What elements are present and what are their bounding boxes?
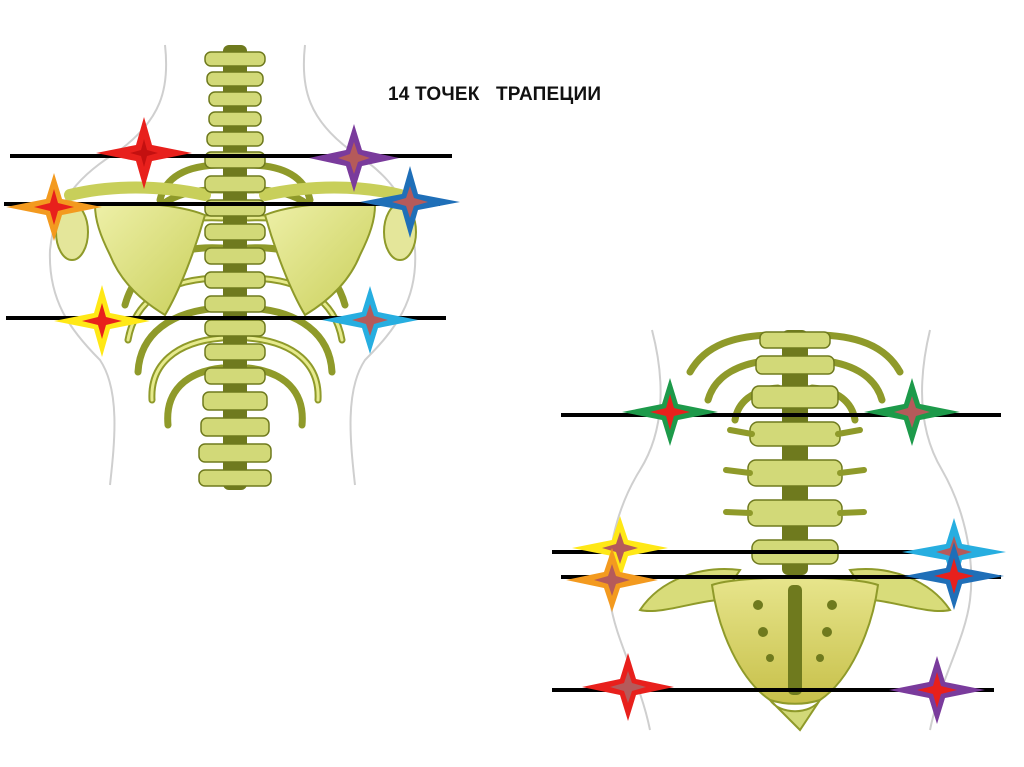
upper-back-skeleton (4, 45, 452, 490)
marker-cyan-star (322, 286, 418, 354)
marker-yellow-star (54, 285, 150, 357)
marker-purple-star (889, 656, 985, 724)
marker-red-star (582, 653, 674, 721)
marker-orange-star (566, 548, 658, 612)
marker-blue-star (360, 166, 460, 238)
marker-yellow-star (572, 516, 668, 580)
marker-green-star-left (622, 378, 718, 446)
